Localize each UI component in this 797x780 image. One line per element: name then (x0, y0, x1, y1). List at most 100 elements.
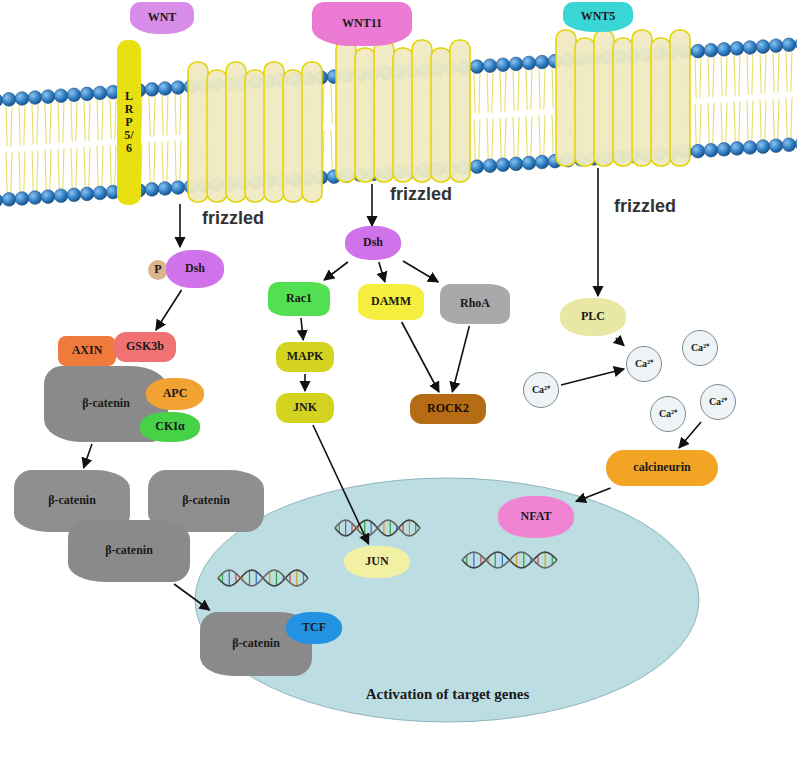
receptor-helix (245, 70, 265, 202)
lipid-tail (102, 146, 103, 186)
lipid-tail (726, 56, 727, 96)
lipid-tail (19, 105, 20, 145)
lipid-tail (539, 115, 540, 155)
node-label: Dsh (363, 236, 383, 250)
region-heading: Activation of target genes (195, 686, 700, 703)
receptor-name: frizzled (612, 196, 678, 217)
lipid-head (756, 40, 770, 54)
base-pair (409, 520, 410, 536)
lipid-head (522, 156, 536, 170)
lipid-tail (19, 151, 20, 191)
lipid-head (730, 42, 744, 56)
base-pair (345, 520, 346, 536)
lipid-tail (37, 151, 38, 191)
lipid-tail (37, 105, 38, 145)
lipid-tail (791, 98, 792, 138)
base-pair (269, 572, 270, 585)
lipid-head (496, 158, 510, 172)
ligand: WNT5 (563, 2, 633, 32)
lipid-tail (97, 146, 98, 186)
lipid-head (54, 189, 68, 203)
lipid-tail (713, 103, 714, 143)
node-label: WNT (148, 11, 177, 25)
protein: PLC (560, 298, 626, 336)
dna-strand (462, 552, 557, 568)
lipid-tail (24, 151, 25, 191)
lipid-tail (63, 103, 64, 143)
ligand: WNT (130, 2, 194, 34)
lipid-tail (63, 149, 64, 189)
signal-arrow (576, 488, 611, 501)
node-label: Ca²⁺ (709, 396, 727, 408)
protein: JNK (276, 393, 334, 423)
lipid-tail (539, 69, 540, 109)
lipid-head (717, 43, 731, 57)
base-pair (390, 520, 391, 535)
receptor-helix (575, 38, 595, 166)
signal-arrow (174, 584, 210, 610)
lipid-head (93, 186, 107, 200)
node-label: β-catenin (232, 637, 280, 651)
lipid-tail (505, 72, 506, 112)
lipid-tail (154, 142, 155, 182)
lipid-tail (526, 70, 527, 110)
node-label: WNT5 (581, 10, 616, 24)
lipid-tail (721, 102, 722, 142)
node-label: Ca²⁺ (532, 384, 550, 396)
lipid-tail (58, 149, 59, 189)
lipid-tail (89, 101, 90, 141)
lipid-tail (513, 117, 514, 157)
protein: ROCK2 (410, 394, 486, 424)
protein: β-catenin (68, 520, 190, 582)
lipid-head (80, 187, 94, 201)
node-label: calcineurin (633, 461, 690, 475)
lipid-head (795, 37, 797, 51)
lipid-tail (747, 55, 748, 95)
base-pair (523, 552, 524, 567)
lipid-head (67, 188, 81, 202)
receptor-arrow (597, 168, 599, 296)
receptor-helix (188, 62, 208, 202)
lipid-tail (11, 152, 12, 192)
lipid-head (483, 159, 497, 173)
node-label: MAPK (287, 350, 324, 364)
lipid-tail (778, 53, 779, 93)
receptor-helix (670, 30, 690, 166)
lipid-head (535, 55, 549, 69)
lipid-tail (713, 57, 714, 97)
receptor-helix (651, 38, 671, 166)
node-label: Ca²⁺ (635, 358, 653, 370)
dna-strand (218, 570, 308, 586)
lipid-head (28, 191, 42, 205)
lipid-head (691, 144, 705, 158)
lipid-tail (518, 71, 519, 111)
lipid-head (483, 59, 497, 73)
dna-strand (218, 570, 308, 586)
ion: Ca²⁺ (626, 346, 662, 382)
lipid-tail (513, 71, 514, 111)
protein: TCF (286, 612, 342, 644)
node-label: DAMM (371, 295, 411, 309)
lipid-tail (552, 114, 553, 154)
signal-arrow (379, 262, 385, 282)
lipid-tail (544, 115, 545, 155)
dna-strand (462, 552, 557, 568)
lipid-tail (167, 95, 168, 135)
lipid-tail (786, 98, 787, 138)
lipid-tail (323, 131, 324, 171)
lipid-tail (526, 116, 527, 156)
lipid-tail (162, 141, 163, 181)
signal-arrow (313, 425, 369, 544)
lipid-head (54, 89, 68, 103)
lipid-tail (32, 105, 33, 145)
lipid-tail (180, 141, 181, 181)
lipid-tail (531, 70, 532, 110)
protein: MAPK (276, 342, 334, 372)
receptor-helix (594, 30, 614, 166)
lipid-tail (773, 53, 774, 93)
lipid-tail (739, 55, 740, 95)
node-label: Rac1 (286, 292, 312, 306)
receptor-helix (450, 40, 470, 182)
lipid-head (41, 190, 55, 204)
